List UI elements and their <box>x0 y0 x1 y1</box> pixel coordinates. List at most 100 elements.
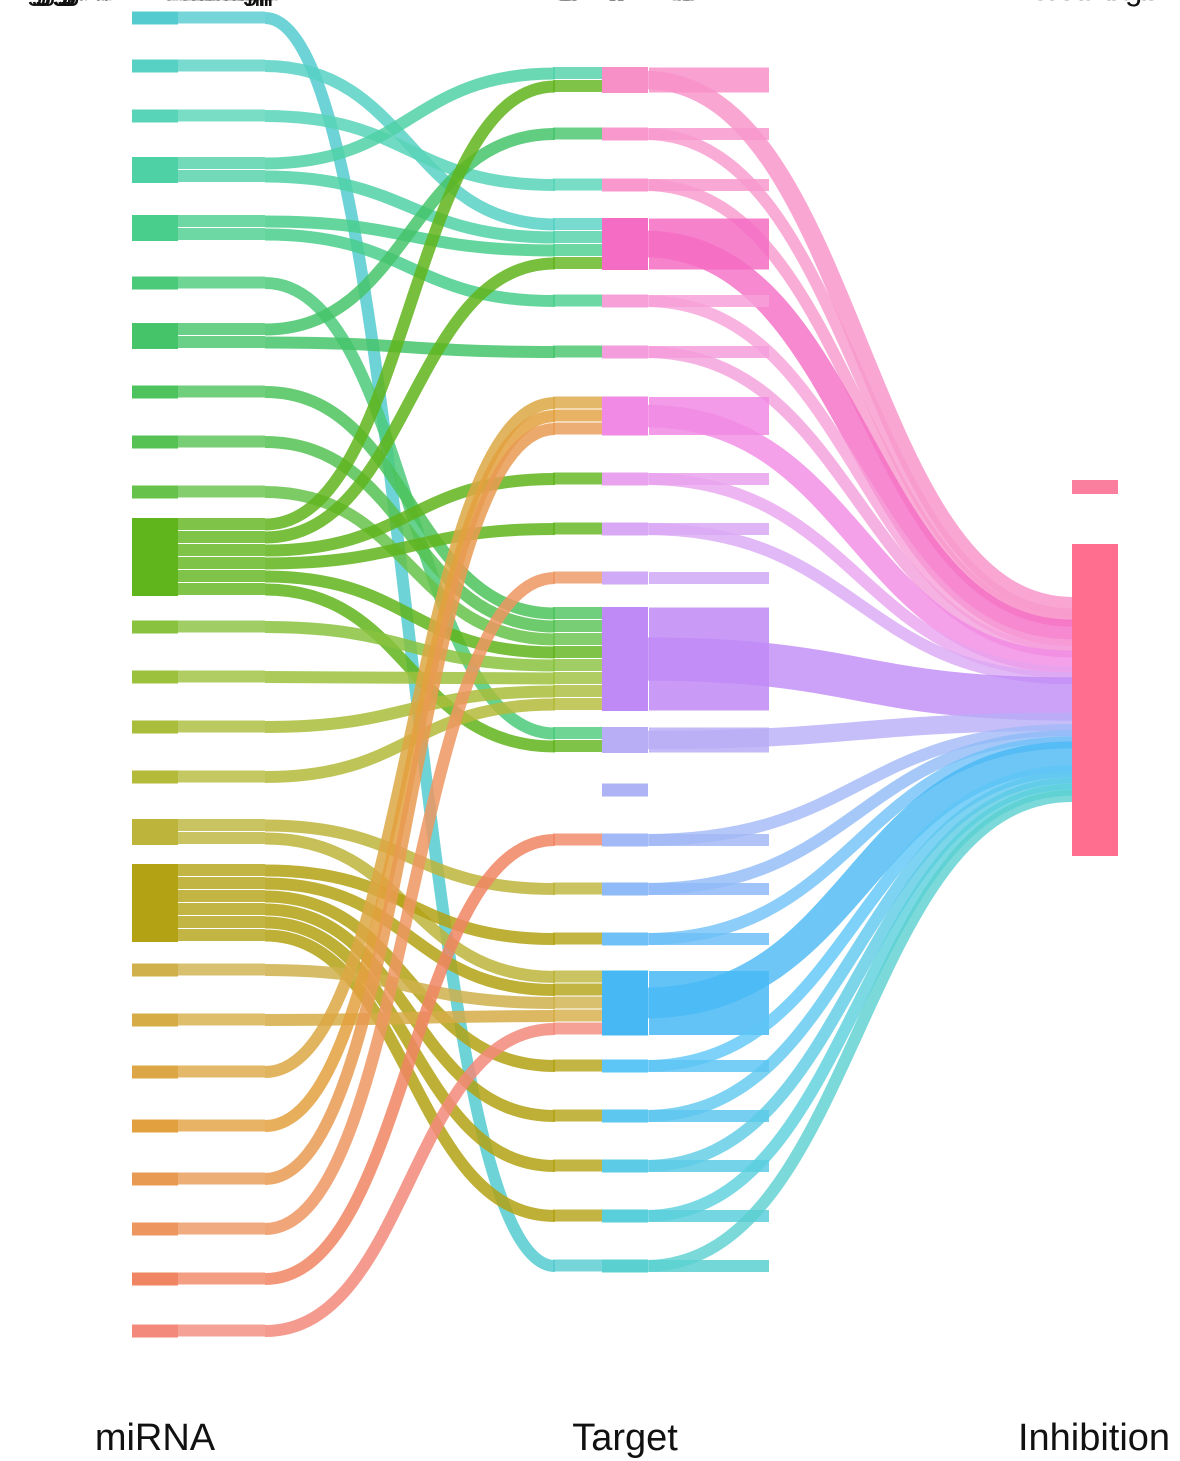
link-stub-in-m12-t10 <box>553 672 603 684</box>
link-stub-in-m3-t0 <box>553 67 603 79</box>
link-m6-t5 <box>264 336 556 358</box>
node-i1 <box>1072 544 1118 856</box>
link-stub-in-m2-t2 <box>553 178 603 191</box>
mirna-label: gma- miR396k- 5p <box>36 0 275 7</box>
node-t11 <box>602 727 648 753</box>
target-label: GmSFH12 <box>554 0 696 7</box>
node-m11 <box>132 620 178 634</box>
link-m10-t10 <box>264 570 556 659</box>
mirna-label: gma- miR396e <box>60 0 250 7</box>
link-m4-t4 <box>264 228 556 307</box>
link-stub-t16-i1 <box>649 971 769 1035</box>
link-stub-in-m16-t16 <box>553 983 603 996</box>
link-stub-in-m23-t13 <box>553 833 603 846</box>
link-m11-t10 <box>264 621 556 672</box>
mirna-label: gma- miR396b- 5p <box>35 0 275 7</box>
link-t7-i1 <box>644 473 1073 679</box>
link-t21-i1 <box>644 789 1073 1272</box>
mirna-label: gma- miR1535b <box>52 0 258 7</box>
link-stub-in-m21-t6 <box>553 422 603 435</box>
mirna-label: gma- miR1536 <box>60 0 250 7</box>
link-m10-t8 <box>264 523 556 570</box>
link-stub-in-m22-t9 <box>553 571 603 584</box>
link-stub-in-m15-t14 <box>553 882 603 895</box>
link-stub-t1-i1 <box>649 128 769 140</box>
link-m12-t10 <box>264 671 556 685</box>
link-m10-t11 <box>264 583 556 753</box>
link-stub-in-m16-t19 <box>553 1159 603 1172</box>
node-t1 <box>602 127 648 141</box>
link-stub-in-m11-t10 <box>553 659 603 671</box>
link-t0-i1 <box>644 70 1073 616</box>
target-label: GmPATL4 <box>557 0 693 7</box>
link-stub-in-m24-t16 <box>553 1022 603 1035</box>
node-t14 <box>602 882 648 896</box>
link-stub-in-m10-t3 <box>553 257 603 269</box>
link-stub-t13-i1 <box>649 834 769 846</box>
mirna-label: gma- miR169n- 3p <box>35 0 275 7</box>
inhibition-label: Cleavage <box>1029 0 1160 7</box>
node-t5 <box>602 345 648 359</box>
node-m2 <box>132 109 178 123</box>
target-label: GmSFH14 <box>554 0 696 7</box>
link-t14-i1 <box>644 730 1073 895</box>
link-stub-t17-i1 <box>649 1060 769 1072</box>
link-stub-t8-i1 <box>649 523 769 535</box>
target-label: GmPITP23 <box>551 0 699 7</box>
link-m16-t16 <box>264 877 556 996</box>
node-m22 <box>132 1222 178 1236</box>
inhibition-label: Translation <box>1018 0 1170 7</box>
node-t9 <box>602 571 648 585</box>
link-t19-i1 <box>644 777 1073 1172</box>
mirna-label: gma- miR396a- 5p <box>35 0 275 7</box>
link-stub-in-m9-t10 <box>553 633 603 645</box>
link-stub-t14-i1 <box>649 883 769 895</box>
link-m10-t3 <box>264 257 556 544</box>
link-stub-in-m4-t3 <box>553 244 603 256</box>
node-m18 <box>132 1013 178 1027</box>
link-stub-in-m8-t10 <box>553 620 603 632</box>
node-t8 <box>602 522 648 536</box>
target-label: GmSFH18 <box>554 0 696 7</box>
link-stub-t20-i1 <box>649 1210 769 1222</box>
link-stub-t10-i1 <box>649 607 769 711</box>
link-stub-t4-i1 <box>649 295 769 307</box>
target-label: GmSFH16 <box>554 0 696 7</box>
link-m21-t6 <box>264 423 556 1185</box>
node-t10 <box>602 607 648 711</box>
mirna-label: gma- miR4348b <box>52 0 258 7</box>
node-m4 <box>132 215 178 241</box>
node-m9 <box>132 485 178 499</box>
mirna-label: gma- miR1512a- 5p <box>27 0 283 7</box>
mirna-label: gma- miR1520l <box>57 0 254 7</box>
node-t15 <box>602 932 648 946</box>
node-m12 <box>132 670 178 684</box>
target-label: GmPATL5 <box>557 0 693 7</box>
target-label: GmSFH4 <box>562 0 687 7</box>
mirna-label: gma- miR9750 <box>60 0 250 7</box>
target-label: GmSFH6 <box>562 0 687 7</box>
node-t20 <box>602 1209 648 1223</box>
link-t15-i1 <box>644 736 1073 945</box>
mirna-label: gma- miR1520g <box>52 0 258 7</box>
node-i0 <box>1072 480 1118 494</box>
mirna-label: gma- miR396c <box>61 0 250 7</box>
target-label: GmPATL3 <box>557 0 693 7</box>
node-m16 <box>132 864 178 942</box>
link-stub-t3-i1 <box>649 218 769 270</box>
link-stub-t0-i1 <box>649 67 769 93</box>
link-stub-in-m15-t16 <box>553 970 603 983</box>
mirna-label: gma- miR9752 <box>60 0 250 7</box>
link-stub-in-m19-t6 <box>553 396 603 409</box>
node-t6 <box>602 396 648 436</box>
column-label-target: Target <box>572 1417 678 1459</box>
link-stub-in-m16-t17 <box>553 1059 603 1072</box>
link-m19-t6 <box>264 397 556 1078</box>
nodes-layer <box>132 11 1118 1338</box>
target-label: GmSFH20 <box>554 0 696 7</box>
mirna-label: gma- miR4365 <box>60 0 250 7</box>
link-stub-in-m6-t1 <box>553 127 603 140</box>
mirna-label: gma- miR396h <box>60 0 250 7</box>
link-stub-t9-i0 <box>649 572 769 584</box>
link-m24-t16 <box>264 1023 556 1337</box>
